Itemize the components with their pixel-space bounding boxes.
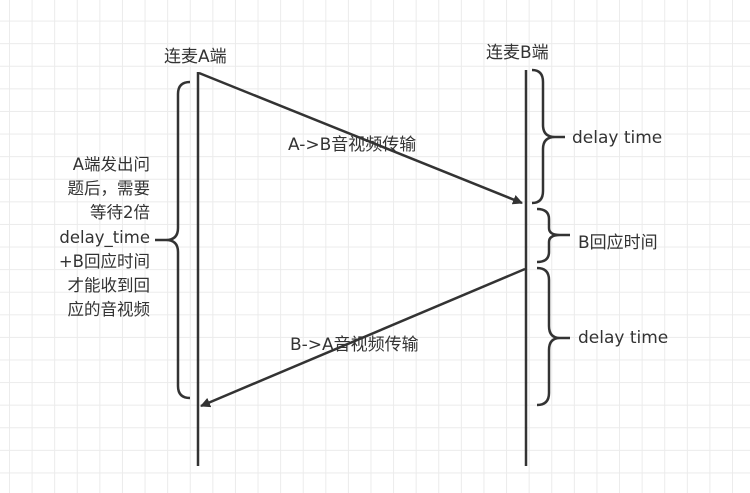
- participant-b-label: 连麦B端: [486, 43, 549, 63]
- left-annotation: A端发出问 题后，需要 等待2倍 delay_time +B回应时间 才能收到回…: [59, 153, 150, 322]
- message-b-to-a-label: B->A音视频传输: [290, 335, 419, 355]
- left-annotation-line: 才能收到回: [67, 276, 151, 296]
- left-annotation-line: A端发出问: [72, 155, 150, 174]
- left-annotation-line: 题后，需要: [67, 179, 151, 199]
- left-annotation-line: +B回应时间: [58, 251, 150, 271]
- arrow-a-to-b: [198, 71, 523, 205]
- left-annotation-line: delay_time: [59, 227, 150, 247]
- right-brace-delay-2: [536, 266, 570, 407]
- response-time-label: B回应时间: [578, 233, 658, 253]
- left-annotation-line: 等待2倍: [90, 203, 150, 223]
- right-brace-response: [536, 207, 570, 264]
- delay-time-label-2: delay time: [578, 328, 669, 348]
- delay-time-label-1: delay time: [572, 128, 663, 148]
- participant-a-label: 连麦A端: [164, 47, 227, 67]
- left-annotation-line: 应的音视频: [67, 300, 151, 320]
- left-brace: [155, 80, 191, 400]
- message-a-to-b-label: A->B音视频传输: [288, 135, 417, 155]
- arrow-b-to-a: [200, 267, 526, 408]
- right-brace-delay-1: [531, 68, 565, 205]
